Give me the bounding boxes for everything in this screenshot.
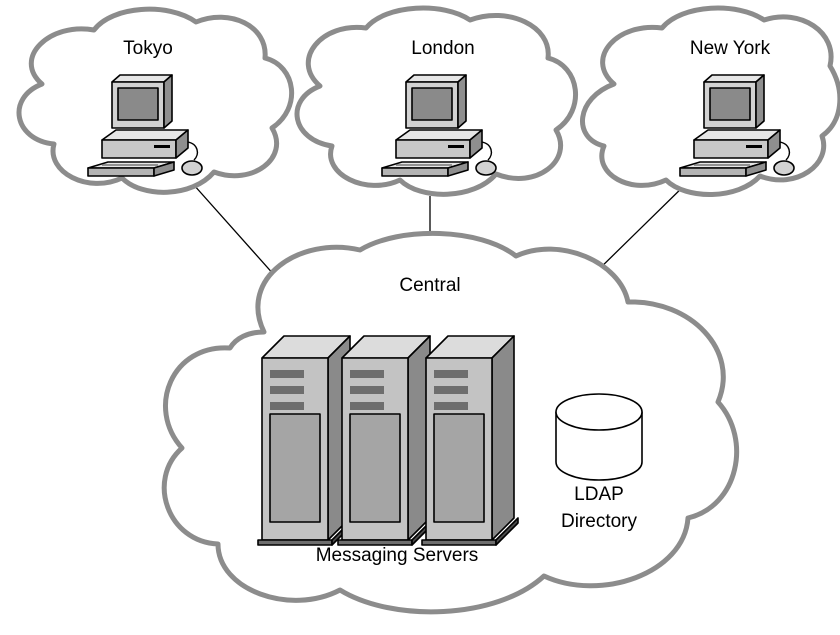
central-label: Central bbox=[399, 275, 460, 296]
ldap-label-line2: Directory bbox=[561, 511, 638, 532]
link-newyork-central bbox=[591, 179, 691, 277]
server-icon bbox=[257, 335, 355, 546]
site-cloud-tokyo: Tokyo bbox=[16, 6, 295, 195]
server-icon bbox=[421, 335, 519, 546]
site-cloud-newyork: New York bbox=[580, 5, 840, 197]
ldap-label-line1: LDAP bbox=[574, 484, 624, 505]
ldap-directory: LDAP Directory bbox=[555, 393, 643, 532]
site-label-newyork: New York bbox=[690, 38, 771, 59]
messaging-servers: Messaging Servers bbox=[257, 335, 519, 566]
database-icon bbox=[555, 393, 643, 481]
site-label-tokyo: Tokyo bbox=[123, 38, 173, 59]
servers-label: Messaging Servers bbox=[316, 545, 479, 566]
site-cloud-london: London bbox=[294, 5, 579, 197]
site-label-london: London bbox=[411, 38, 474, 59]
server-icon bbox=[337, 335, 435, 546]
